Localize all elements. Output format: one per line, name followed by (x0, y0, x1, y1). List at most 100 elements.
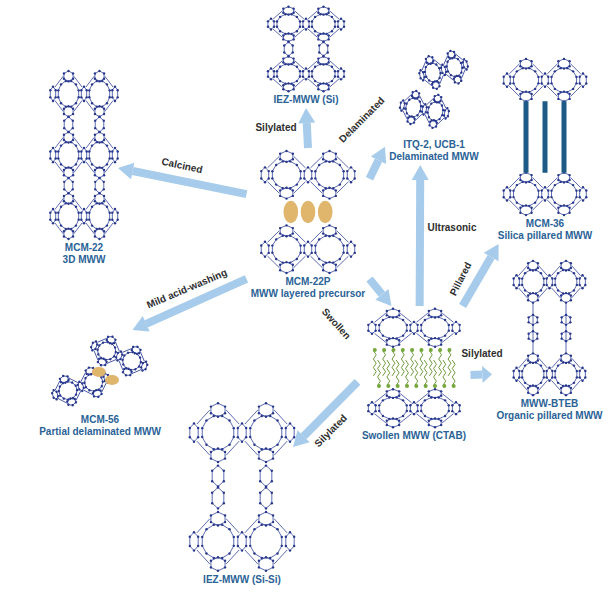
framework-atom (259, 502, 261, 504)
framework-atom (440, 314, 442, 316)
framework-atom (427, 55, 430, 58)
framework-atom (512, 284, 514, 286)
framework-atom (416, 114, 419, 117)
framework-atom (98, 192, 100, 194)
framework-atom (241, 441, 243, 443)
framework-atom (548, 287, 550, 289)
framework-atom (534, 70, 536, 72)
framework-atom (91, 224, 93, 226)
framework-atom (72, 72, 74, 74)
framework-atom (210, 451, 212, 453)
framework-atom (420, 329, 422, 331)
framework-atom (537, 294, 539, 296)
framework-bond (547, 64, 557, 74)
framework-atom (271, 502, 273, 504)
framework-atom (57, 150, 59, 152)
framework-bond (518, 380, 527, 390)
framework-atom (328, 150, 330, 152)
framework-atom (578, 277, 580, 279)
framework-atom (265, 447, 267, 449)
material-node: MCM-22PMWW layered precursor (247, 148, 370, 302)
framework-bond (55, 199, 63, 210)
framework-atom (114, 100, 116, 102)
framework-atom (443, 65, 446, 68)
framework-atom (416, 404, 418, 406)
framework-atom (428, 395, 430, 397)
framework-atom (97, 395, 100, 398)
framework-atom (302, 75, 304, 77)
framework-atom (512, 196, 514, 198)
framework-atom (72, 113, 74, 115)
framework-atom (49, 211, 51, 213)
framework-ring (528, 293, 538, 303)
mww-layer (47, 361, 115, 411)
framework-atom (69, 397, 72, 400)
framework-atom (63, 113, 65, 115)
framework-atom (307, 241, 309, 243)
framework-atom (434, 388, 436, 390)
framework-ring (447, 50, 455, 59)
framework-atom (258, 559, 260, 561)
framework-atom (114, 208, 116, 210)
framework-atom (431, 126, 434, 129)
framework-atom (512, 82, 514, 84)
framework-bond (86, 223, 94, 234)
framework-atom (441, 104, 444, 107)
framework-atom (525, 90, 527, 92)
framework-atom (299, 25, 301, 27)
surfactant-head (452, 384, 456, 388)
framework-ring (368, 322, 375, 334)
framework-atom (258, 521, 260, 523)
framework-atom (537, 189, 539, 191)
framework-atom (303, 170, 305, 172)
framework-atom (292, 51, 294, 53)
framework-atom (405, 112, 408, 115)
framework-atom (560, 267, 562, 269)
framework-atom (67, 403, 70, 406)
framework-ring (445, 56, 464, 78)
framework-atom (434, 346, 436, 348)
framework-atom (431, 56, 434, 59)
framework-atom (428, 79, 431, 82)
framework-bond (245, 550, 258, 564)
framework-atom (565, 340, 567, 342)
framework-atom (52, 222, 54, 224)
framework-atom (322, 264, 324, 266)
framework-atom (322, 189, 324, 191)
framework-atom (444, 415, 446, 417)
framework-atom (317, 88, 319, 90)
framework-atom (440, 310, 442, 312)
framework-atom (519, 179, 521, 181)
framework-atom (49, 157, 51, 159)
framework-atom (557, 211, 559, 213)
framework-atom (317, 34, 319, 36)
framework-atom (282, 84, 284, 86)
framework-atom (98, 166, 100, 168)
framework-atom (582, 72, 584, 74)
framework-atom (455, 321, 457, 323)
framework-atom (311, 25, 313, 27)
framework-ring (280, 225, 293, 236)
framework-atom (557, 60, 559, 62)
framework-atom (103, 78, 105, 80)
framework-atom (418, 92, 421, 95)
framework-bond (74, 76, 82, 87)
framework-ring (347, 167, 354, 182)
framework-atom (305, 67, 307, 69)
framework-atom (106, 206, 108, 208)
framework-atom (90, 346, 93, 349)
framework-atom (289, 549, 291, 551)
framework-ring (259, 403, 273, 416)
framework-atom (91, 102, 93, 104)
framework-atom (67, 166, 69, 168)
framework-atom (536, 337, 538, 339)
framework-atom (460, 71, 463, 74)
framework-atom (563, 181, 565, 183)
framework-atom (506, 72, 508, 74)
material-description: Partial delaminated MWW (39, 426, 161, 438)
framework-ring (90, 341, 98, 352)
framework-atom (211, 480, 213, 482)
framework-ring (77, 381, 84, 392)
framework-atom (327, 61, 329, 63)
framework-ring (580, 187, 587, 200)
